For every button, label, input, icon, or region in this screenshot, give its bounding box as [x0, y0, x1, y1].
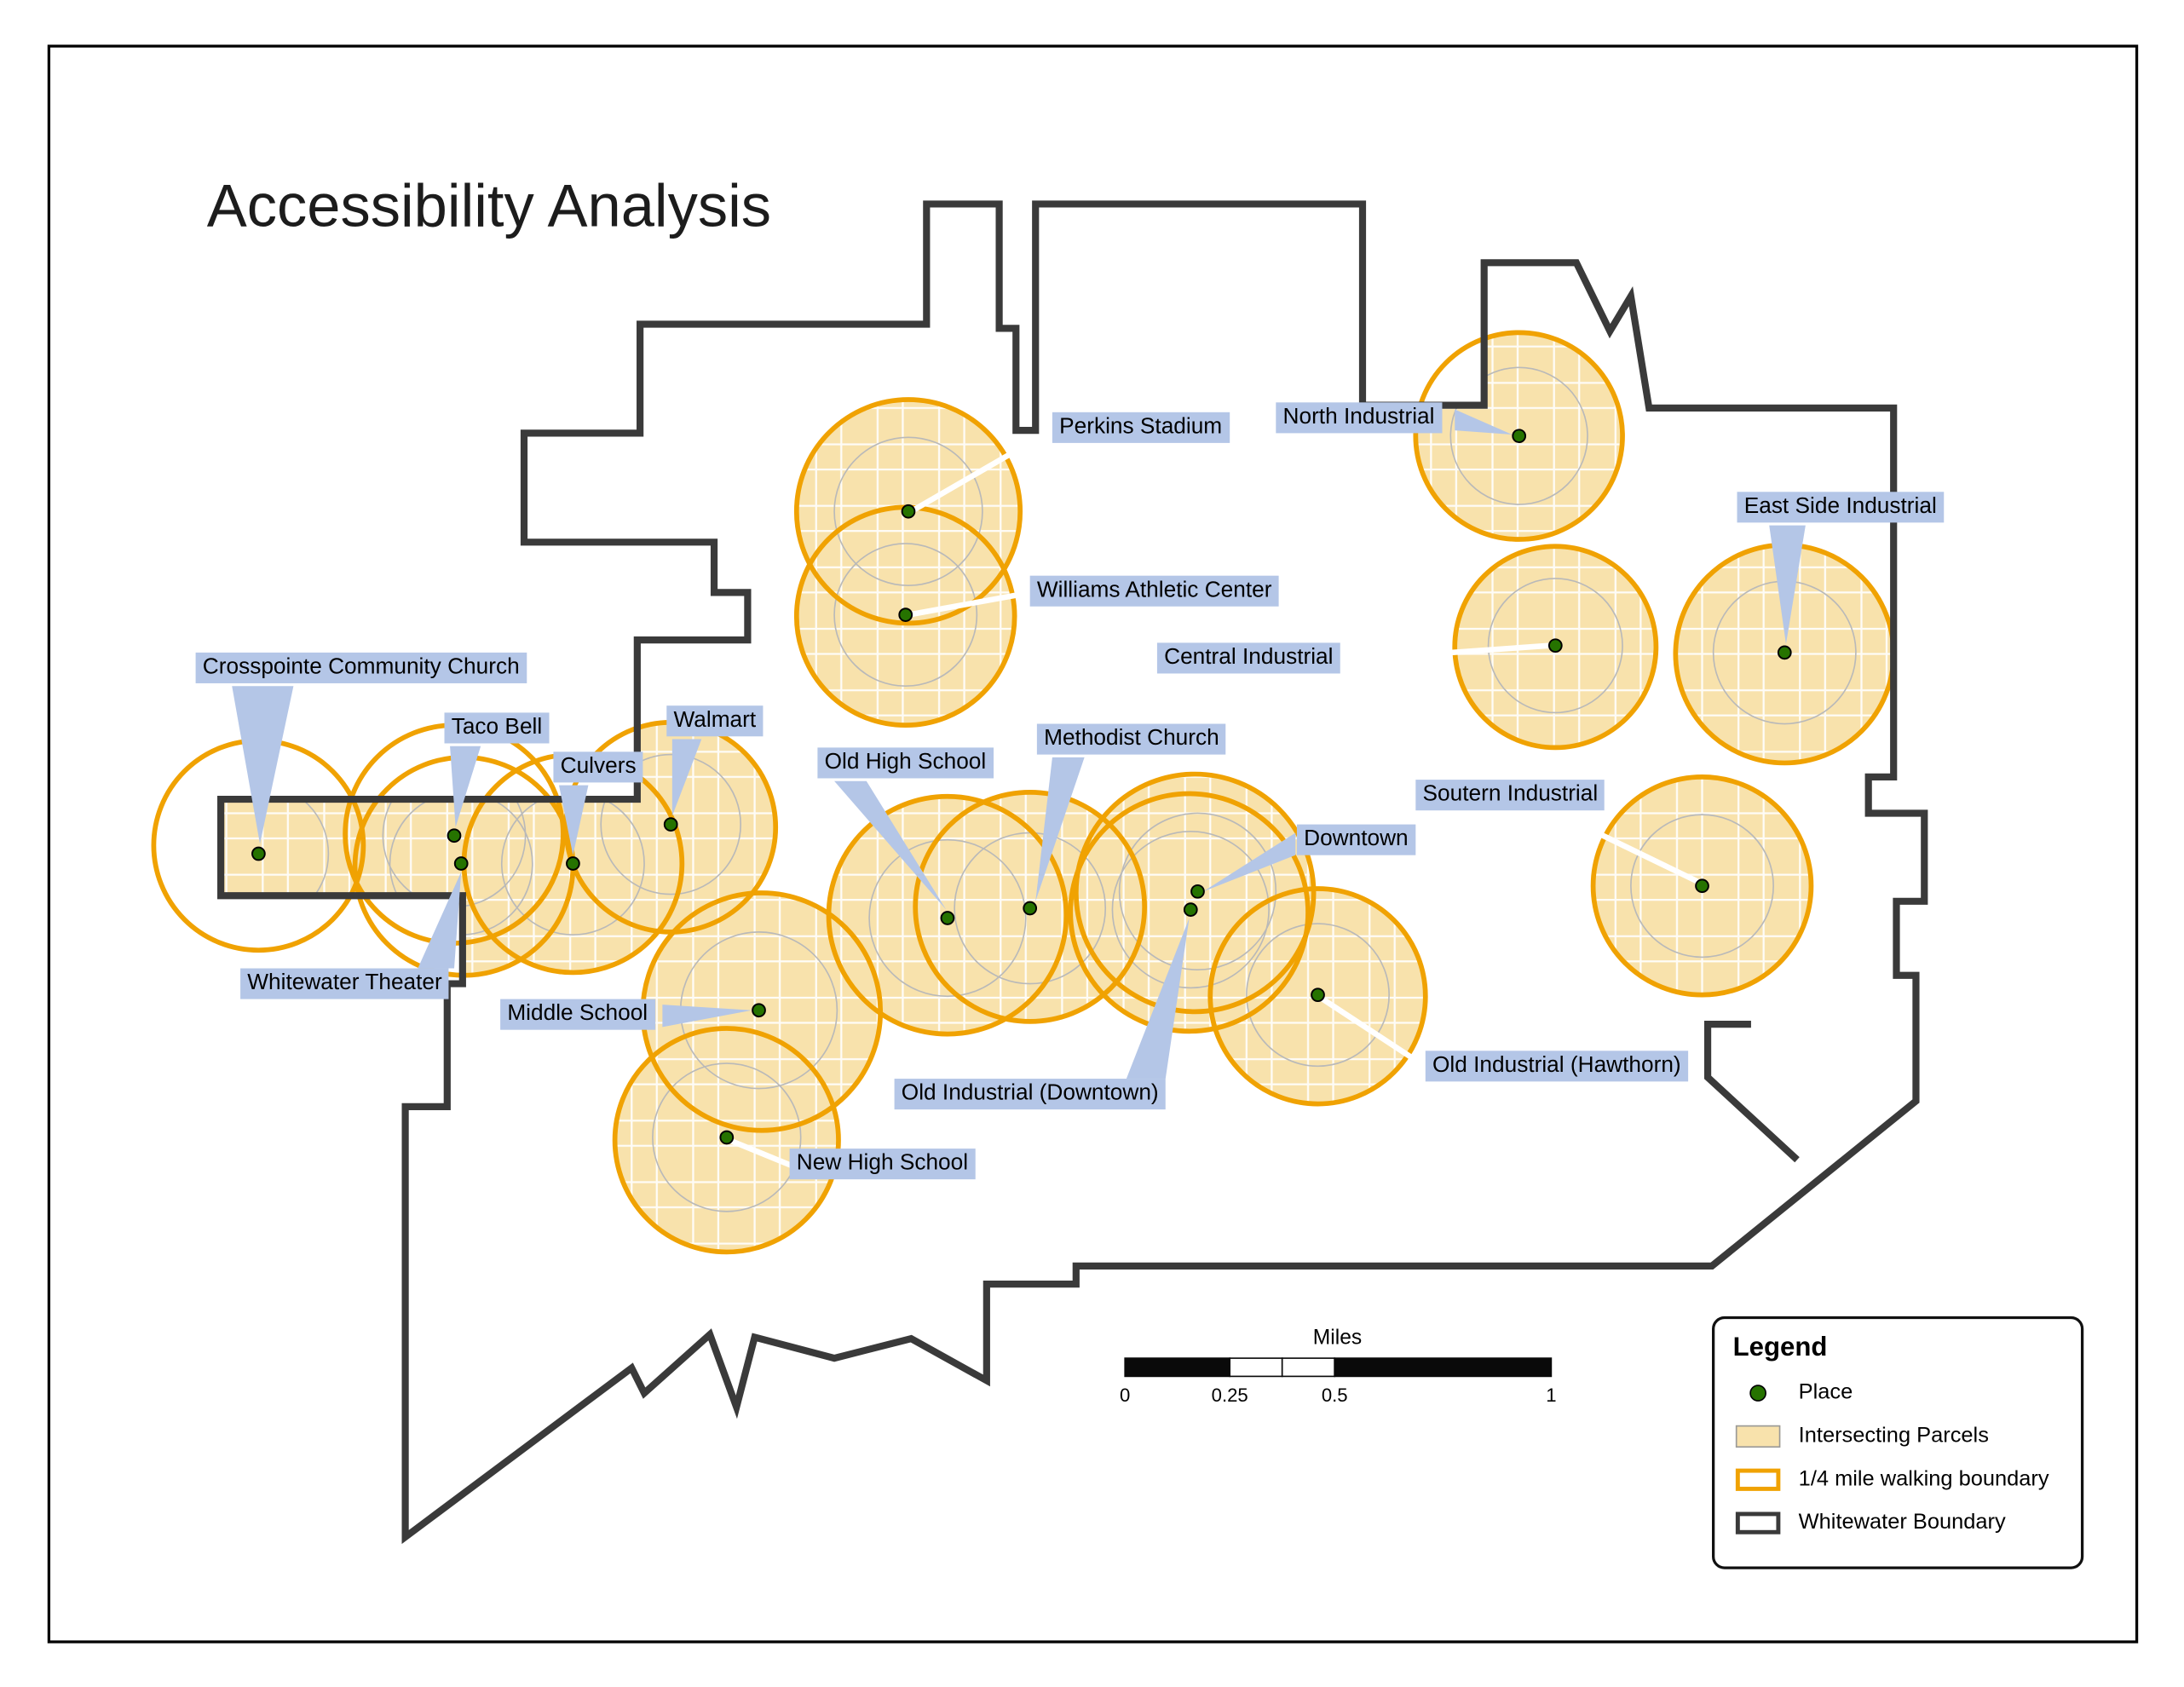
- place-dot-soutern-industrial: [1695, 878, 1709, 894]
- place-dot-whitewater-theater: [453, 856, 469, 871]
- leader-soutern-industrial: [1551, 809, 1701, 885]
- place-dot-icon: [1749, 1385, 1766, 1402]
- walking-boundary-swatch-icon: [1735, 1468, 1781, 1491]
- place-dot-walmart: [663, 817, 678, 832]
- place-dot-taco-bell: [447, 828, 462, 844]
- legend-swatch-cell: [1733, 1425, 1784, 1448]
- leader-old-industrial-downtown: [1126, 918, 1190, 1080]
- walk-ring-downtown: [1073, 771, 1317, 1015]
- place-dot-williams-athletic-center: [898, 607, 913, 622]
- whitewater-boundary: [217, 200, 1928, 1545]
- walk-ring-old-high-school: [826, 793, 1069, 1037]
- walk-ring-soutern-industrial: [1590, 774, 1814, 998]
- leader-downtown: [1203, 832, 1296, 892]
- walk-ring-old-industrial-downtown: [1068, 791, 1311, 1034]
- leader-middle-school: [662, 1005, 752, 1028]
- place-dot-old-high-school: [940, 911, 955, 925]
- scale-bar-tick: 1: [1546, 1385, 1556, 1406]
- place-dot-north-industrial: [1512, 429, 1527, 444]
- leader-williams-athletic-center: [905, 590, 1034, 618]
- service-circle-soutern-industrial: [1630, 814, 1774, 959]
- scale-bar-units: Miles: [1313, 1327, 1362, 1350]
- legend-item-whitewater-boundary: Whitewater Boundary: [1733, 1509, 2073, 1537]
- legend-item-label: Place: [1798, 1380, 1853, 1405]
- legend-swatch-cell: [1733, 1511, 1784, 1534]
- scale-bar-segment: [1281, 1357, 1336, 1378]
- place-dot-culvers: [566, 856, 580, 871]
- leader-taco-bell: [450, 746, 481, 827]
- legend-title: Legend: [1732, 1333, 1828, 1362]
- place-dot-methodist-church: [1023, 901, 1038, 916]
- scale-bar-tick: 0.5: [1322, 1385, 1348, 1406]
- scale-bar-tick: 0: [1120, 1385, 1130, 1406]
- service-circle-walmart: [600, 753, 742, 895]
- scale-bar-segment: [1334, 1357, 1553, 1378]
- service-circle-north-industrial: [1449, 366, 1588, 505]
- leader-crosspointe-community-church: [232, 686, 294, 844]
- place-dot-old-industrial-downtown: [1183, 902, 1198, 918]
- leader-perkins-stadium: [908, 426, 1057, 515]
- place-dot-new-high-school: [719, 1130, 735, 1145]
- leader-central-industrial: [1350, 642, 1553, 663]
- legend: Legend Place Intersecting Parcels 1/4 mi…: [1712, 1316, 2084, 1569]
- walk-ring-old-industrial-hawthorn: [1207, 886, 1428, 1107]
- service-circle-williams-athletic-center: [833, 543, 978, 688]
- walk-ring-central-industrial: [1452, 544, 1659, 751]
- walk-ring-perkins-stadium: [793, 397, 1023, 626]
- whitewater-boundary-spur: [1703, 1021, 1800, 1163]
- leader-whitewater-theater: [418, 872, 462, 969]
- place-dot-middle-school: [752, 1003, 766, 1018]
- service-circle-new-high-school: [652, 1062, 802, 1212]
- leader-culvers: [559, 785, 589, 855]
- legend-item-label: Whitewater Boundary: [1798, 1510, 2006, 1534]
- parcels-swatch-icon: [1735, 1425, 1781, 1448]
- leader-walmart: [671, 739, 702, 816]
- scale-bar-tick: 0.25: [1212, 1385, 1248, 1406]
- place-dot-crosspointe-community-church: [251, 846, 266, 861]
- walk-ring-methodist-church: [913, 790, 1148, 1024]
- place-dot-perkins-stadium: [901, 504, 916, 519]
- scale-bar-segment: [1124, 1357, 1231, 1378]
- service-circle-old-industrial-downtown: [1111, 830, 1270, 989]
- legend-swatch-cell: [1733, 1385, 1784, 1402]
- place-dot-east-side-industrial: [1777, 645, 1792, 660]
- walk-ring-new-high-school: [612, 1026, 841, 1255]
- walk-ring-north-industrial: [1413, 330, 1625, 542]
- place-dot-old-industrial-hawthorn: [1311, 987, 1325, 1003]
- leader-new-high-school: [726, 1137, 794, 1169]
- scale-bar: Miles 0 0.25 0.5 1: [1120, 1327, 1557, 1406]
- whitewater-boundary-swatch-icon: [1735, 1511, 1781, 1534]
- scale-bar-segment: [1229, 1357, 1283, 1378]
- leader-old-industrial-hawthorn: [1317, 994, 1430, 1071]
- walking-boundary-layer: [151, 330, 1897, 1255]
- legend-item-label: 1/4 mile walking boundary: [1798, 1467, 2049, 1491]
- service-circle-old-high-school: [868, 838, 1027, 998]
- place-dot-central-industrial: [1547, 638, 1563, 653]
- leader-north-industrial: [1455, 409, 1513, 435]
- legend-item-walking-boundary: 1/4 mile walking boundary: [1733, 1465, 2073, 1494]
- leader-east-side-industrial: [1769, 525, 1806, 645]
- service-circle-old-industrial-hawthorn: [1246, 923, 1390, 1068]
- service-circle-central-industrial: [1487, 578, 1623, 714]
- place-dot-downtown: [1190, 884, 1205, 899]
- page-border: [47, 44, 2139, 1644]
- service-circle-perkins-stadium: [833, 436, 983, 586]
- places-layer: [251, 429, 1792, 1145]
- legend-item-label: Intersecting Parcels: [1798, 1424, 1989, 1448]
- service-circle-downtown: [1118, 812, 1277, 970]
- legend-swatch-cell: [1733, 1468, 1784, 1491]
- legend-item-place: Place: [1733, 1379, 2073, 1408]
- legend-item-intersecting-parcels: Intersecting Parcels: [1733, 1423, 2073, 1451]
